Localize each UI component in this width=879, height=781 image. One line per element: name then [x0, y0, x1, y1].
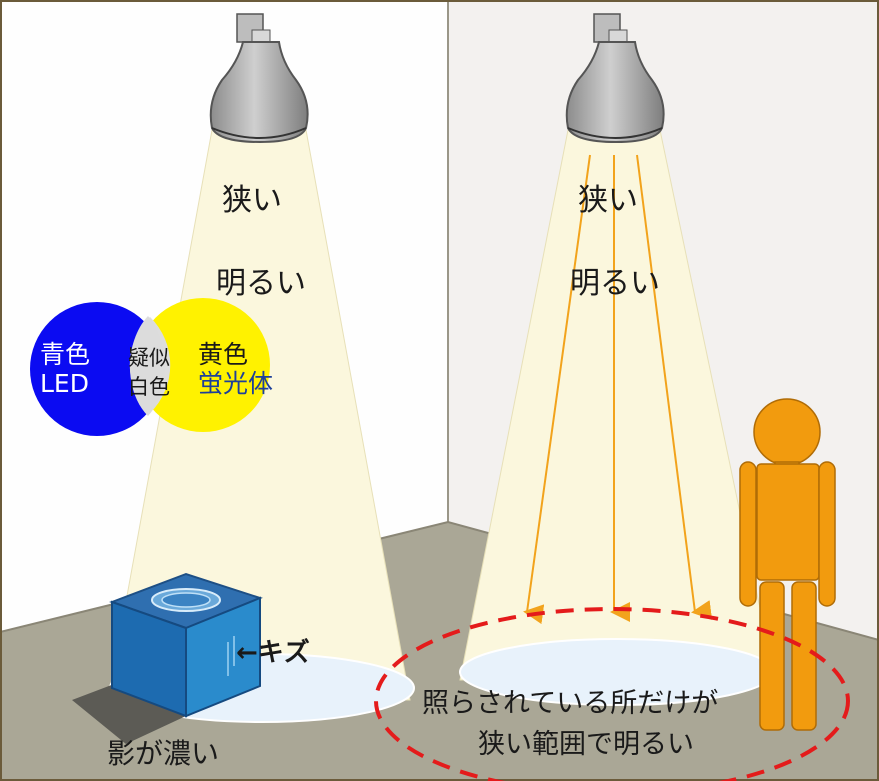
yellow-phosphor-label-line2: 蛍光体 [198, 369, 274, 398]
caption-line2: 狭い範囲で明るい [478, 729, 694, 760]
person-figure-icon [739, 398, 836, 731]
cube-shadow [72, 678, 186, 744]
light-ray-arrow-left [523, 154, 591, 625]
right-lamp-icon [565, 13, 665, 144]
pseudo-white-label-line2: 白色 [128, 375, 170, 399]
blue-led-circle [30, 302, 164, 436]
scratched-cube-icon [109, 572, 263, 718]
light-ray-arrow-right [636, 154, 713, 620]
left-bright-label: 明るい [216, 266, 306, 301]
right-narrow-label: 狭い [578, 183, 638, 218]
yellow-phosphor-circle [136, 298, 270, 432]
shadow-label: 影が濃い [107, 737, 220, 770]
left-narrow-label: 狭い [222, 183, 282, 218]
scratch-label: ←キズ [236, 638, 310, 668]
blue-led-label-line1: 青色 [40, 340, 91, 369]
yellow-phosphor-label-line1: 黄色 [198, 340, 249, 369]
highlight-dashed-ellipse [374, 607, 850, 781]
left-lamp-icon [209, 13, 309, 144]
led-venn-icon [30, 298, 270, 436]
blue-led-label-line2: LED [40, 369, 89, 398]
right-bright-label: 明るい [570, 266, 660, 301]
caption-line1: 照らされている所だけが [422, 688, 719, 719]
pseudo-white-label-line1: 疑似 [128, 346, 170, 370]
